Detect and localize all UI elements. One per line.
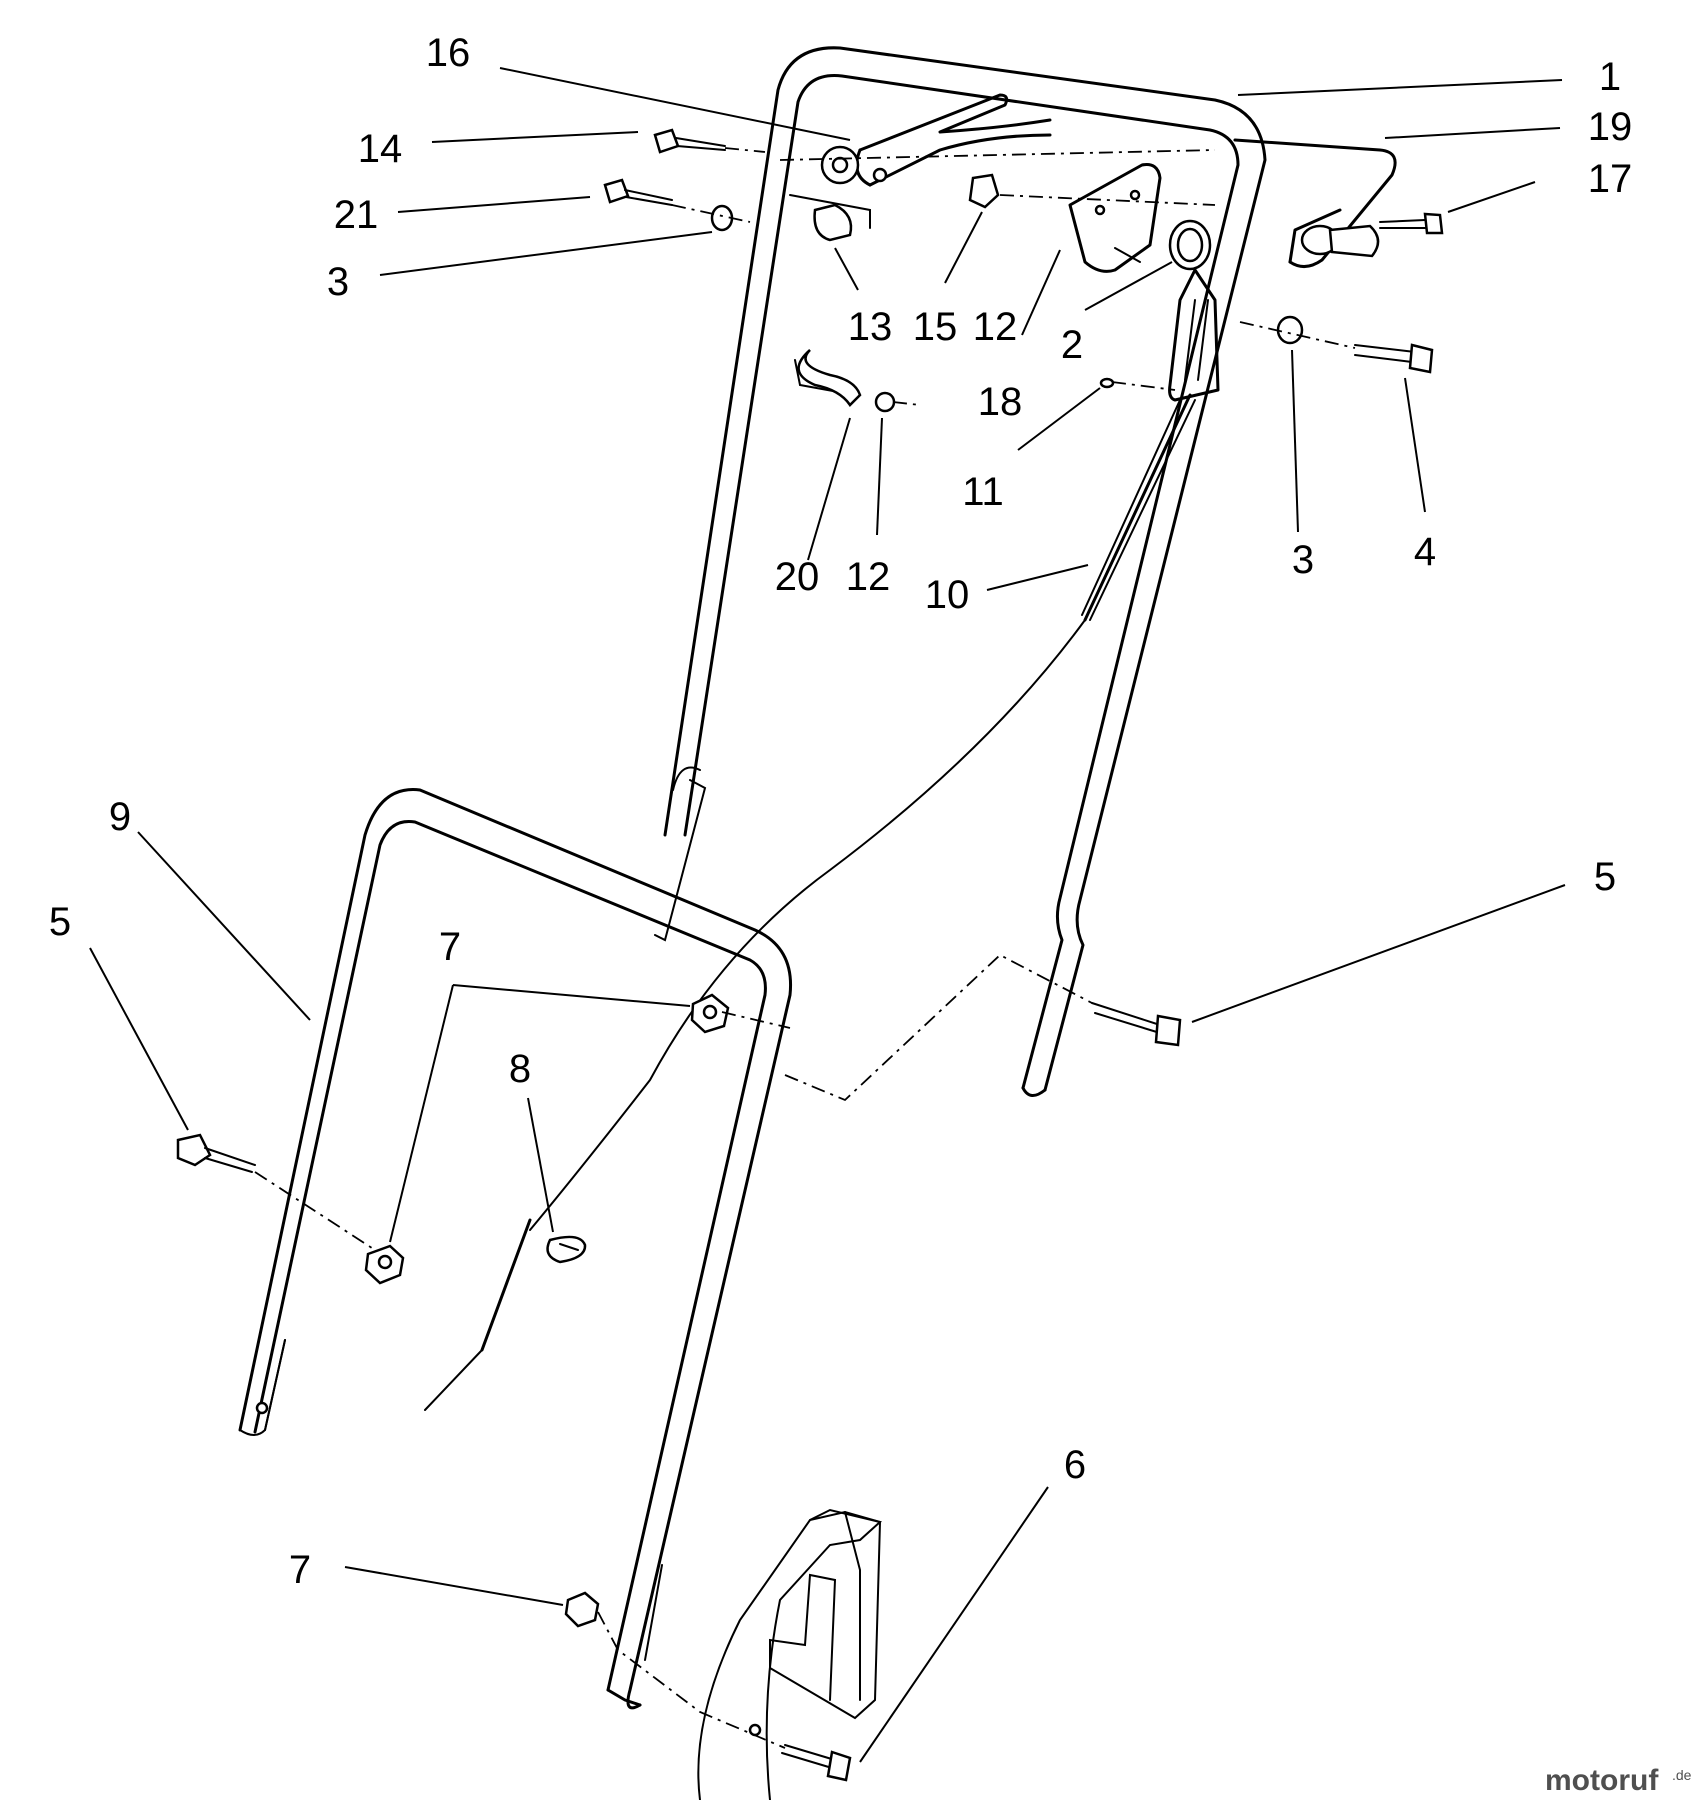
bolt-5-right: [1091, 1002, 1182, 1047]
callout-15: 15: [913, 305, 958, 349]
callout-5-left: 5: [49, 900, 71, 944]
callout-labels: 16 1 19 17 14 21 3 13 15 12 18 2 11 3 4 …: [49, 31, 1632, 1592]
callout-16: 16: [426, 31, 471, 75]
callout-3-left: 3: [327, 260, 349, 304]
callout-11: 11: [962, 470, 1004, 514]
callout-2: 2: [1061, 323, 1083, 367]
lower-handle: [238, 788, 793, 1710]
callout-13: 13: [848, 305, 893, 349]
washer-3-right: [1276, 315, 1304, 345]
callout-14: 14: [358, 127, 403, 171]
flanged-nut: [968, 173, 1000, 209]
callout-17: 17: [1588, 157, 1633, 201]
assembly-lines: [254, 147, 1356, 1749]
bracket: [1068, 163, 1162, 273]
lock-nut-lower-left: [364, 1244, 405, 1285]
callout-12-upper: 12: [973, 305, 1018, 349]
callout-21: 21: [334, 193, 379, 237]
callout-18: 18: [978, 380, 1023, 424]
deck-mount: [697, 1508, 883, 1800]
watermark-brand: motoruf: [1545, 1764, 1659, 1797]
lock-nut-upper: [690, 993, 730, 1034]
callout-5-right: 5: [1594, 855, 1616, 899]
callout-7-lower: 7: [289, 1548, 311, 1592]
callout-10: 10: [925, 573, 970, 617]
cable-clamp-parts: [789, 175, 997, 413]
watermark: motoruf .de: [1545, 1764, 1692, 1797]
callout-12-lower: 12: [846, 555, 891, 599]
upper-handle: [654, 46, 1267, 1097]
callout-1: 1: [1599, 55, 1621, 99]
callout-6: 6: [1064, 1443, 1086, 1487]
control-lever: [820, 93, 1052, 187]
bolt-6: [781, 1744, 852, 1782]
control-knob: [1099, 219, 1220, 402]
callout-19: 19: [1588, 105, 1633, 149]
callout-7-upper: 7: [439, 925, 461, 969]
bolt-5-left: [176, 1133, 256, 1173]
bolt-21: [603, 178, 673, 206]
lock-nut-bottom: [564, 1591, 600, 1628]
bolt-14: [653, 128, 726, 154]
callout-20: 20: [775, 555, 820, 599]
leader-lines: [89, 67, 1566, 1763]
bolt-4: [1354, 343, 1434, 374]
callout-4: 4: [1414, 530, 1436, 574]
top-bracket: [1233, 138, 1397, 268]
bolt-17: [1379, 212, 1444, 235]
callout-9: 9: [109, 795, 131, 839]
cable-clip: [546, 1235, 587, 1264]
callout-8: 8: [509, 1047, 531, 1091]
watermark-tld: .de: [1672, 1767, 1692, 1783]
callout-3-right: 3: [1292, 538, 1314, 582]
